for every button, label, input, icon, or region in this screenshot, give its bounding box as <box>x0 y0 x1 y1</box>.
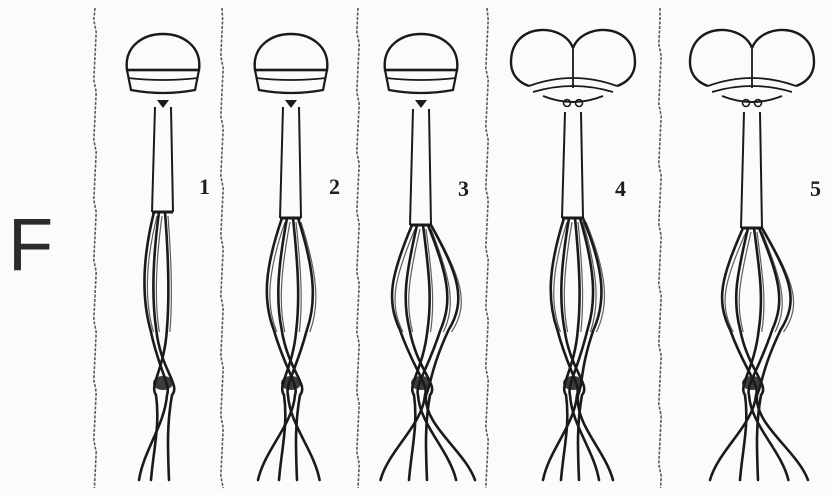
specimen-2-filament-1 <box>258 218 296 480</box>
specimen-2-head <box>255 34 328 70</box>
specimen-5-filament-2-edge <box>739 232 751 332</box>
specimen-2-collar <box>255 70 327 93</box>
specimen-3-filament-1 <box>381 225 426 480</box>
specimen-4-knot-right <box>576 100 583 107</box>
specimen-4-collar <box>543 96 603 102</box>
specimen-4-crossing <box>563 376 583 390</box>
specimen-5-collar <box>722 96 782 102</box>
specimen-3-knot <box>415 100 427 108</box>
specimen-3-collar <box>385 70 457 93</box>
specimen-3-crossing <box>411 376 431 390</box>
specimen-5-crossing <box>742 376 762 390</box>
specimen-4-stalk <box>562 112 583 218</box>
specimen-1-filament-1 <box>139 212 168 480</box>
specimen-2-collar-band <box>256 78 326 80</box>
specimen-1-crossing <box>153 376 173 390</box>
specimen-1-collar <box>127 70 199 93</box>
specimen-3-filament-2-edge <box>409 229 420 332</box>
specimen-5-knot-left <box>743 100 750 107</box>
specimen-2-filament-2 <box>278 218 302 480</box>
specimen-1-collar-band <box>128 78 198 80</box>
panel-divider-5 <box>659 8 661 488</box>
panel-letter: F <box>8 208 53 282</box>
panel-divider-4 <box>486 8 488 488</box>
specimen-number-2: 2 <box>329 176 340 198</box>
specimen-1-stalk <box>152 107 173 212</box>
panel-divider-2 <box>221 8 223 488</box>
specimen-number-1: 1 <box>199 176 210 198</box>
specimen-3-stalk <box>410 109 431 225</box>
specimen-number-4: 4 <box>615 178 626 200</box>
specimen-3-collar-band <box>386 78 456 80</box>
specimen-number-5: 5 <box>810 178 821 200</box>
specimen-1-knot <box>157 100 169 108</box>
specimen-5-filament-1 <box>710 228 757 480</box>
specimen-1-head <box>127 34 200 70</box>
specimen-5-stalk <box>741 112 762 228</box>
specimen-2-crossing <box>281 376 301 390</box>
specimen-5-knot-right <box>755 100 762 107</box>
specimen-number-3: 3 <box>458 178 469 200</box>
panel-divider-1 <box>94 8 96 488</box>
specimen-4-filament-1 <box>543 218 578 480</box>
specimen-2-stalk <box>280 107 301 218</box>
specimen-3-head <box>385 34 458 70</box>
specimen-2-knot <box>285 100 297 108</box>
specimen-4-knot-left <box>564 100 571 107</box>
panel-divider-3 <box>357 8 359 488</box>
